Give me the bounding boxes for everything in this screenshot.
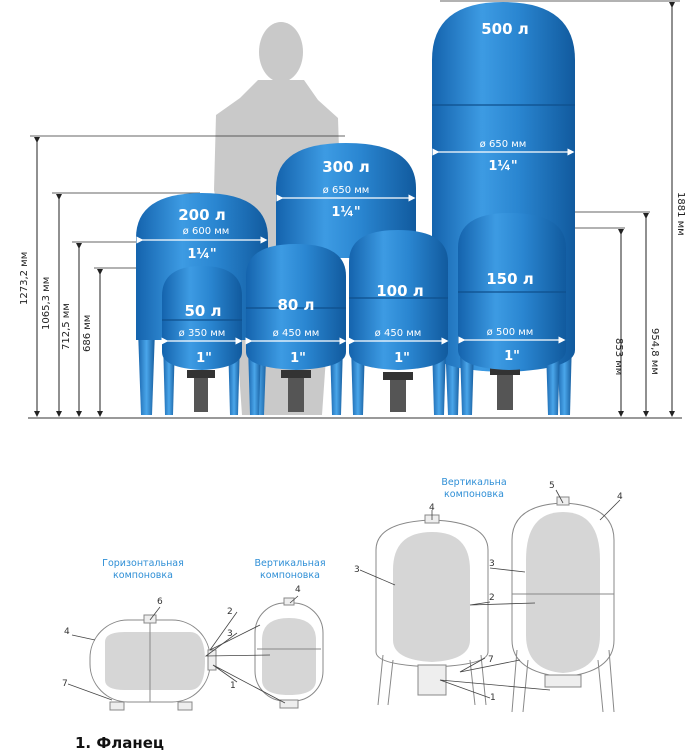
tank-100-connection: 1": [394, 351, 410, 366]
tank-100: 100 л ø 450 мм 1": [348, 230, 449, 415]
tank-150-volume: 150 л: [486, 270, 534, 288]
legend-item-flange: 1. Фланец: [75, 734, 164, 750]
tank-80-volume: 80 л: [277, 296, 314, 314]
tank-50-connection: 1": [196, 351, 212, 366]
dim-label-712: 712,5 мм: [61, 303, 72, 350]
tank-80-connection: 1": [290, 351, 306, 366]
caption-vertical-large-line1: Вертикальна: [441, 477, 506, 488]
callout-1-horizontal: 1: [230, 681, 236, 691]
callout-5: 5: [549, 481, 555, 491]
tank-300-diameter: ø 650 мм: [323, 185, 370, 196]
callout-4-large-right: 4: [617, 492, 623, 502]
callout-3-horizontal: 3: [227, 629, 233, 639]
tank-50: 50 л ø 350 мм 1": [161, 266, 243, 415]
reference-lines: [28, 0, 682, 419]
tank-100-diameter: ø 450 мм: [375, 328, 422, 339]
callout-leaders: [67, 489, 621, 704]
left-dimension-arrows: [34, 137, 103, 417]
caption-vertical-small-line2: компоновка: [260, 570, 320, 581]
callout-3-large-right: 3: [489, 559, 495, 569]
tank-50-volume: 50 л: [184, 302, 221, 320]
dim-label-686: 686 мм: [82, 315, 93, 352]
callout-4-horizontal: 4: [64, 627, 70, 637]
callout-4-small-vertical: 4: [295, 585, 301, 595]
callout-7-large: 7: [488, 655, 494, 665]
tank-80-diameter: ø 450 мм: [273, 328, 320, 339]
callout-4-large-left: 4: [429, 503, 435, 513]
tank-300: 300 л ø 650 мм 1¼": [276, 143, 416, 258]
tank-200-connection: 1¼": [187, 247, 216, 262]
tank-150: 150 л ø 500 мм 1": [458, 213, 566, 415]
small-vertical-tank-schematic: [254, 597, 324, 709]
right-dimension-arrows: [618, 2, 675, 417]
tank-200-diameter: ø 600 мм: [183, 226, 230, 237]
caption-horizontal-line2: компоновка: [113, 570, 173, 581]
caption-vertical-large-line2: компоновка: [444, 489, 504, 500]
callout-7-horizontal: 7: [62, 679, 68, 689]
tank-150-diameter: ø 500 мм: [487, 327, 534, 338]
callout-2-large: 2: [489, 593, 495, 603]
tank-100-volume: 100 л: [376, 282, 424, 300]
dim-label-954: 954,8 мм: [649, 328, 660, 375]
callout-6: 6: [157, 597, 163, 607]
tank-80: 80 л ø 450 мм 1": [245, 244, 347, 415]
tank-50-diameter: ø 350 мм: [179, 328, 226, 339]
caption-horizontal-line1: Горизонтальная: [102, 558, 184, 569]
tank-500-connection: 1¼": [488, 159, 517, 174]
tank-150-connection: 1": [504, 349, 520, 364]
dim-label-1881: 1881 мм: [675, 192, 686, 236]
tank-300-volume: 300 л: [322, 158, 370, 176]
dim-label-1273: 1273,2 мм: [19, 252, 30, 305]
tank-500-volume: 500 л: [481, 20, 529, 38]
caption-vertical-small-line1: Вертикальная: [254, 558, 325, 569]
horizontal-tank-schematic: [89, 614, 217, 711]
callout-2-horizontal: 2: [227, 607, 233, 617]
callout-1-large: 1: [490, 693, 496, 703]
callout-3-large-left: 3: [354, 565, 360, 575]
large-vertical-tank-left-schematic: [375, 514, 489, 706]
tank-200-volume: 200 л: [178, 206, 226, 224]
tank-500-diameter: ø 650 мм: [480, 139, 527, 150]
large-vertical-tank-right-schematic: [511, 496, 615, 713]
dim-label-1065: 1065,3 мм: [41, 277, 52, 330]
tank-300-connection: 1¼": [331, 205, 360, 220]
dim-label-853: 853 мм: [613, 338, 624, 375]
